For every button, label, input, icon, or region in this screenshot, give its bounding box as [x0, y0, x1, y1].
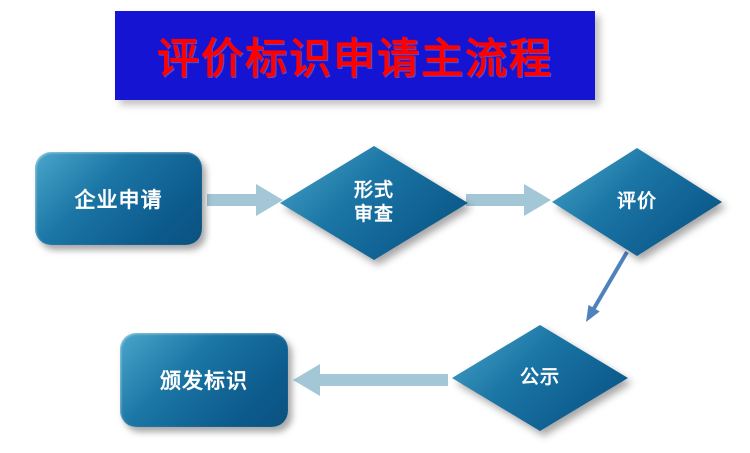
page-title: 评价标识申请主流程	[156, 35, 553, 82]
node-apply: 企业申请	[35, 152, 202, 245]
title-banner: 评价标识申请主流程	[115, 11, 595, 100]
arrow-review-to-evaluate	[466, 184, 551, 216]
node-formal-review-line1: 形式	[353, 180, 394, 202]
node-issue: 颁发标识	[120, 333, 288, 427]
node-formal-review: 形式 审查	[280, 146, 468, 260]
node-publicity-shape: 公示	[452, 325, 628, 431]
arrow-apply-to-review	[207, 184, 283, 216]
node-publicity-label: 公示	[519, 367, 560, 389]
arrow-publicity-to-issue	[293, 364, 448, 396]
node-apply-label: 企业申请	[74, 188, 163, 212]
node-issue-label: 颁发标识	[160, 370, 248, 393]
arrowhead-evaluate-to-publicity	[586, 304, 600, 322]
node-formal-review-shape: 形式 审查	[280, 146, 468, 260]
node-publicity: 公示	[452, 325, 628, 431]
node-evaluate-shape: 评价	[552, 148, 722, 256]
node-evaluate: 评价	[552, 148, 722, 256]
arrow-evaluate-to-publicity	[591, 250, 629, 312]
node-evaluate-label: 评价	[616, 191, 657, 213]
node-formal-review-line2: 审查	[353, 204, 394, 225]
